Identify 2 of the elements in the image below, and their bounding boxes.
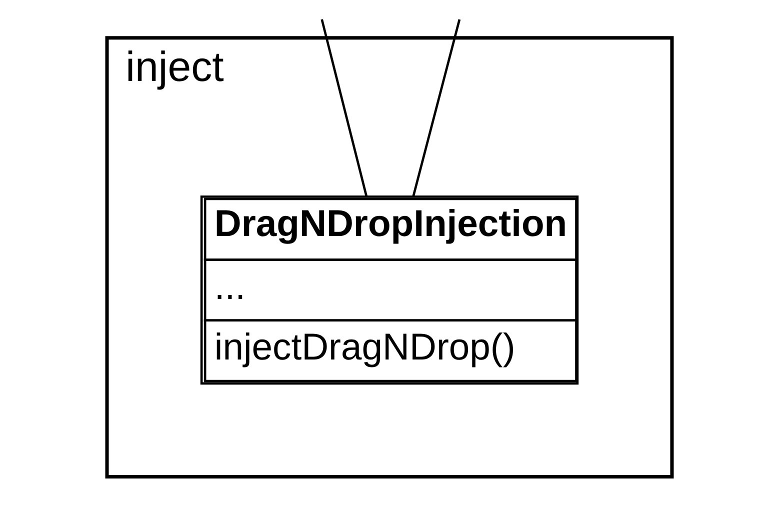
- connector: [412, 19, 460, 196]
- connector: [320, 19, 368, 196]
